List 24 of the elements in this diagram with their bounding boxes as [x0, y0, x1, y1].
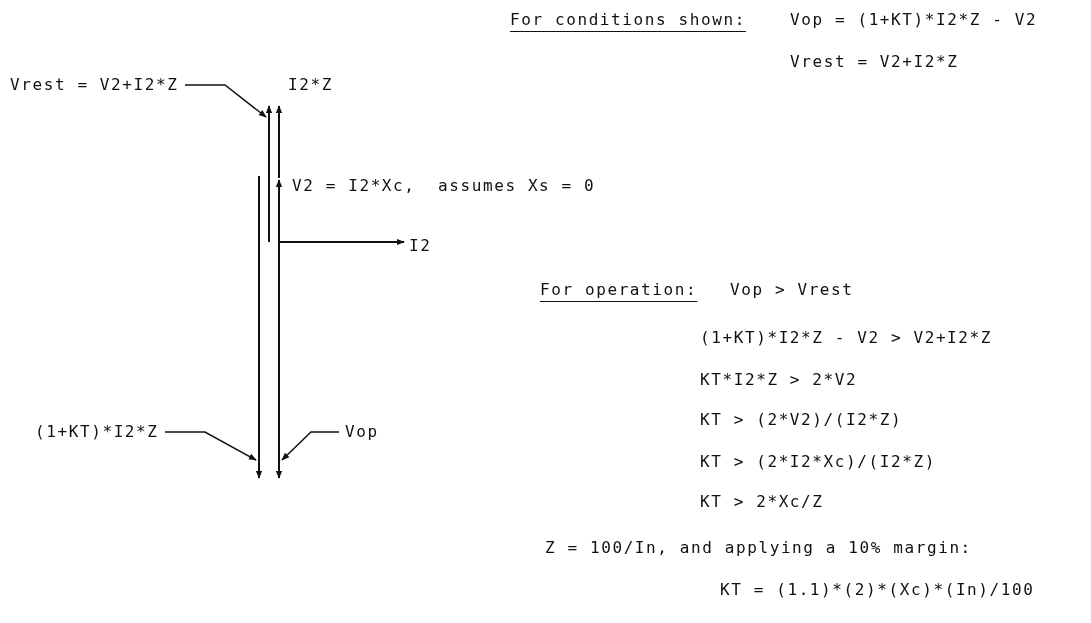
- equation: KT = (1.1)*(2)*(Xc)*(In)/100: [720, 580, 1035, 600]
- voltage-phasor: [275, 241, 283, 479]
- phasor-label: (1+KT)*I2*Z: [35, 422, 159, 442]
- equation: (1+KT)*I2*Z - V2 > V2+I2*Z: [700, 328, 993, 348]
- leader-line: [184, 84, 267, 118]
- phasor-label: V2 = I2*Xc, assumes Xs = 0: [292, 176, 596, 196]
- condition-heading: For operation:: [540, 280, 698, 300]
- equation: KT > (2*I2*Xc)/(I2*Z): [700, 452, 936, 472]
- equation: KT > (2*V2)/(I2*Z): [700, 410, 903, 430]
- equation: Vop > Vrest: [730, 280, 854, 300]
- phasor-label: Vrest = V2+I2*Z: [10, 75, 179, 95]
- condition-heading: For conditions shown:: [510, 10, 746, 30]
- voltage-phasor: [265, 105, 273, 243]
- voltage-phasor: [255, 175, 263, 479]
- phasor-label: I2: [409, 236, 432, 256]
- phasor-label: I2*Z: [288, 75, 333, 95]
- note-text: Z = 100/In, and applying a 10% margin:: [545, 538, 972, 558]
- leader-line: [281, 431, 340, 461]
- equation: KT > 2*Xc/Z: [700, 492, 824, 512]
- phasor-label: Vop: [345, 422, 379, 442]
- equation: Vrest = V2+I2*Z: [790, 52, 959, 72]
- leader-line: [164, 431, 257, 461]
- equation: Vop = (1+KT)*I2*Z - V2: [790, 10, 1038, 30]
- equation: KT*I2*Z > 2*V2: [700, 370, 858, 390]
